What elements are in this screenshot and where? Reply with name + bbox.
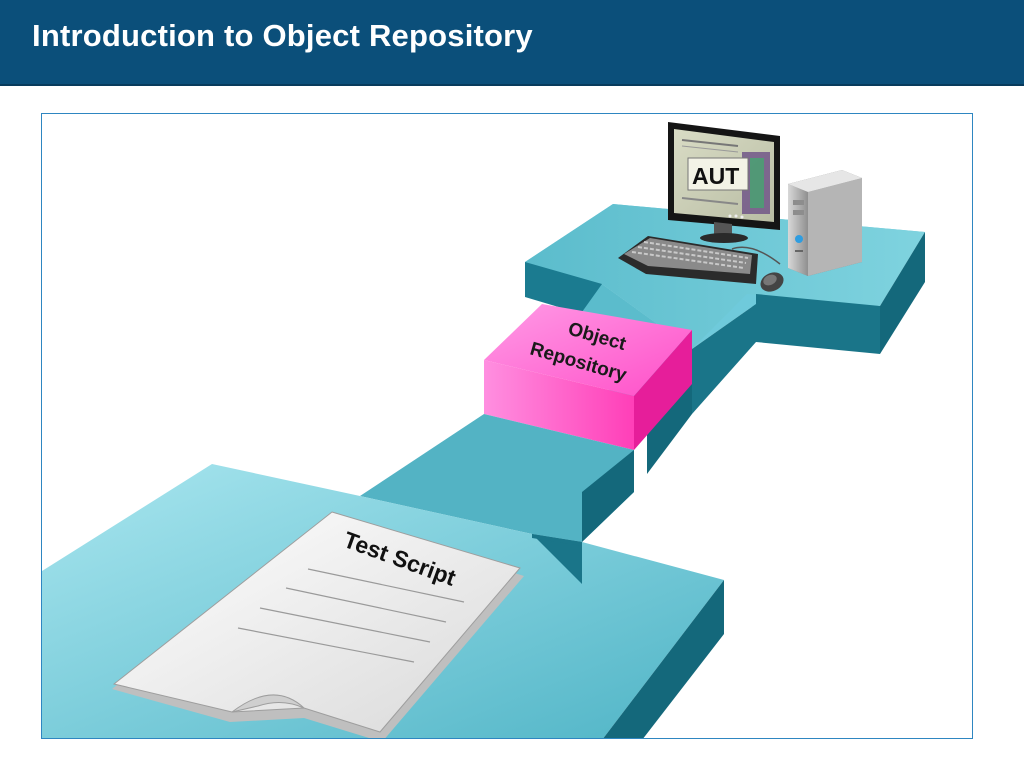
diagram-frame: Object Repository (41, 113, 973, 739)
slide-header: Introduction to Object Repository (0, 0, 1024, 86)
test-script-document: Test Script (112, 511, 524, 738)
keyboard (618, 236, 758, 284)
computer: AUT (618, 122, 862, 292)
object-repository-box: Object Repository (484, 304, 692, 450)
computer-tower (788, 170, 862, 276)
computer-monitor: AUT (668, 122, 780, 243)
slide-title: Introduction to Object Repository (32, 18, 533, 53)
monitor-label: AUT (692, 163, 739, 189)
mouse (731, 246, 784, 292)
object-repository-diagram: Object Repository (42, 122, 925, 738)
